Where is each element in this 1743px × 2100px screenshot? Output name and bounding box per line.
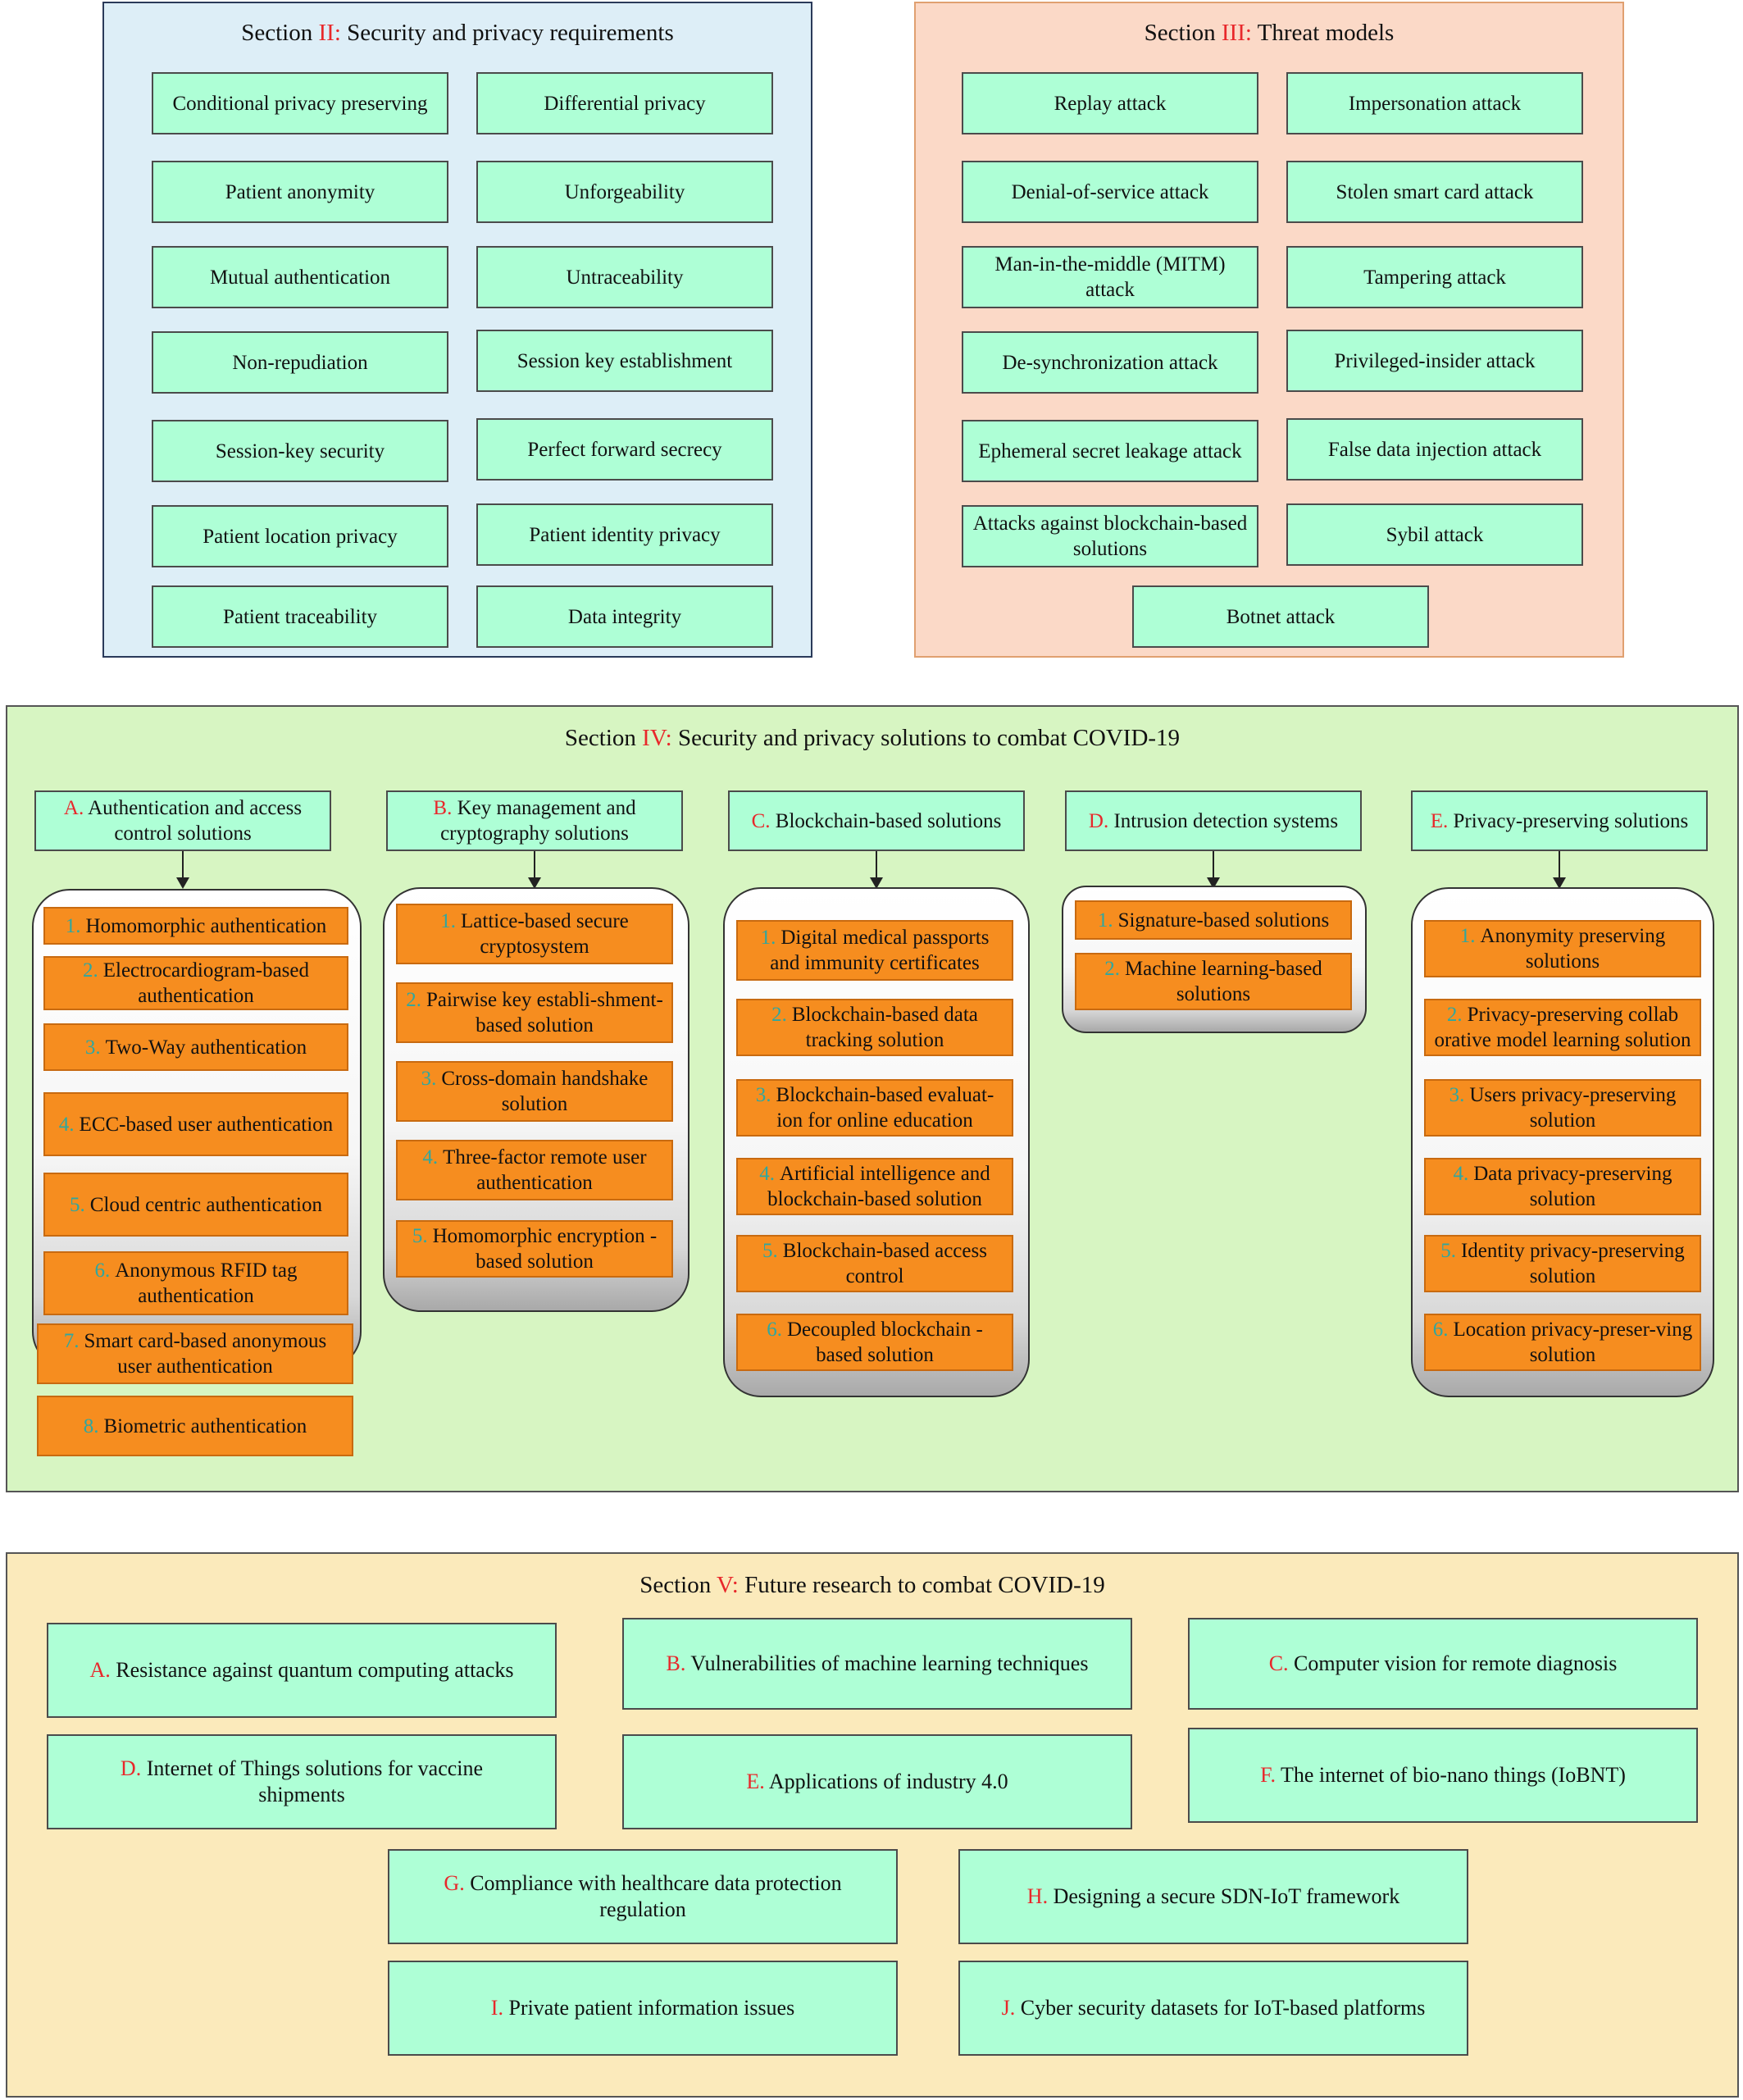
arrow-down-icon (870, 877, 883, 889)
future-research-box: E. Applications of industry 4.0 (622, 1734, 1132, 1829)
requirement-box: Patient traceability (152, 585, 448, 648)
section-3-panel: Section III: Threat models Replay attack… (914, 2, 1624, 658)
solution-item: 5.Blockchain-based access control (736, 1235, 1013, 1292)
threat-box: De-synchronization attack (962, 331, 1258, 394)
threat-box: Attacks against blockchain-based solutio… (962, 505, 1258, 567)
solution-item: 4.Data privacy-preserving solution (1424, 1158, 1701, 1215)
future-research-box: B. Vulnerabilities of machine learning t… (622, 1618, 1132, 1710)
threat-box: False data injection attack (1286, 418, 1583, 481)
future-research-box: I. Private patient information issues (388, 1961, 898, 2056)
requirement-box: Patient anonymity (152, 161, 448, 223)
requirement-box: Unforgeability (476, 161, 773, 223)
section-5-panel: Section V: Future research to combat COV… (6, 1552, 1739, 2098)
category-header-e: E. Privacy-preserving solutions (1411, 790, 1708, 851)
solution-item: 3.Cross-domain handshake solution (396, 1061, 673, 1122)
requirement-box: Session-key security (152, 420, 448, 482)
section-5-title: Section V: Future research to combat COV… (639, 1572, 1105, 1598)
solution-item: 1.Lattice-based secure cryptosystem (396, 904, 673, 964)
solution-item: 6.Location privacy-preser-ving solution (1424, 1314, 1701, 1371)
section-2-panel: Section II: Security and privacy require… (102, 2, 812, 658)
solution-item: 2.Machine learning-based solutions (1075, 953, 1352, 1010)
solution-item: 2.Electrocardiogram-based authentication (43, 956, 348, 1010)
threat-box: Replay attack (962, 72, 1258, 134)
requirement-box: Perfect forward secrecy (476, 418, 773, 481)
future-research-box: G. Compliance with healthcare data prote… (388, 1849, 898, 1944)
requirement-box: Mutual authentication (152, 246, 448, 308)
solution-item: 2.Blockchain-based data tracking solutio… (736, 999, 1013, 1056)
section-2-title: Section II: Security and privacy require… (241, 20, 674, 46)
section-4-title: Section IV: Security and privacy solutio… (564, 725, 1181, 751)
category-header-d: D. Intrusion detection systems (1065, 790, 1362, 851)
requirement-box: Session key establishment (476, 330, 773, 392)
connector-line (182, 851, 184, 879)
future-research-box: J. Cyber security datasets for IoT-based… (958, 1961, 1468, 2056)
future-research-box: A. Resistance against quantum computing … (47, 1623, 557, 1718)
solution-item: 5.Identity privacy-preserving solution (1424, 1235, 1701, 1292)
solution-item: 5.Cloud centric authentication (43, 1173, 348, 1237)
solution-item: 1.Anonymity preserving solutions (1424, 920, 1701, 977)
arrow-down-icon (528, 877, 541, 889)
category-header-b: B. Key management and cryptography solut… (386, 790, 683, 851)
requirement-box: Untraceability (476, 246, 773, 308)
threat-box: Denial-of-service attack (962, 161, 1258, 223)
solution-item: 8.Biometric authentication (37, 1396, 353, 1456)
solution-item: 1.Homomorphic authentication (43, 907, 348, 945)
arrow-down-icon (1553, 877, 1566, 889)
future-research-box: F. The internet of bio-nano things (IoBN… (1188, 1728, 1698, 1823)
requirement-box: Non-repudiation (152, 331, 448, 394)
threat-box: Sybil attack (1286, 503, 1583, 566)
threat-box: Tampering attack (1286, 246, 1583, 308)
requirement-box: Patient identity privacy (476, 503, 773, 566)
section-3-title: Section III: Threat models (1144, 20, 1395, 46)
threat-box: Privileged-insider attack (1286, 330, 1583, 392)
solution-item: 2.Pairwise key establi-shment-based solu… (396, 982, 673, 1043)
solution-item: 5.Homomorphic encryption -based solution (396, 1220, 673, 1278)
solution-item: 7.Smart card-based anonymous user authen… (37, 1323, 353, 1384)
threat-box: Impersonation attack (1286, 72, 1583, 134)
solution-item: 2.Privacy-preserving collab orative mode… (1424, 999, 1701, 1056)
solution-item: 4.ECC-based user authentication (43, 1092, 348, 1156)
connector-line (1213, 851, 1214, 879)
solution-item: 3.Users privacy-preserving solution (1424, 1079, 1701, 1137)
arrow-down-icon (176, 877, 189, 889)
requirement-box: Patient location privacy (152, 505, 448, 567)
requirement-box: Conditional privacy preserving (152, 72, 448, 134)
solution-item: 3.Two-Way authentication (43, 1023, 348, 1071)
connector-line (876, 851, 877, 879)
requirement-box: Data integrity (476, 585, 773, 648)
threat-box: Ephemeral secret leakage attack (962, 420, 1258, 482)
connector-line (1559, 851, 1560, 879)
threat-box: Stolen smart card attack (1286, 161, 1583, 223)
solution-item: 3.Blockchain-based evaluat-ion for onlin… (736, 1079, 1013, 1137)
connector-line (534, 851, 535, 879)
solution-item: 4.Three-factor remote user authenticatio… (396, 1140, 673, 1200)
category-header-c: C. Blockchain-based solutions (728, 790, 1025, 851)
solution-item: 1.Signature-based solutions (1075, 900, 1352, 940)
section-4-panel: Section IV: Security and privacy solutio… (6, 705, 1739, 1492)
future-research-box: D. Internet of Things solutions for vacc… (47, 1734, 557, 1829)
solution-item: 4.Artificial intelligence and blockchain… (736, 1158, 1013, 1215)
solution-item: 1.Digital medical passports and immunity… (736, 920, 1013, 981)
threat-box: Botnet attack (1132, 585, 1429, 648)
threat-box: Man-in-the-middle (MITM) attack (962, 246, 1258, 308)
future-research-box: H. Designing a secure SDN-IoT framework (958, 1849, 1468, 1944)
solution-item: 6.Anonymous RFID tag authentication (43, 1251, 348, 1315)
future-research-box: C. Computer vision for remote diagnosis (1188, 1618, 1698, 1710)
category-header-a: A. Authentication and access control sol… (34, 790, 331, 851)
requirement-box: Differential privacy (476, 72, 773, 134)
solution-item: 6.Decoupled blockchain -based solution (736, 1314, 1013, 1371)
